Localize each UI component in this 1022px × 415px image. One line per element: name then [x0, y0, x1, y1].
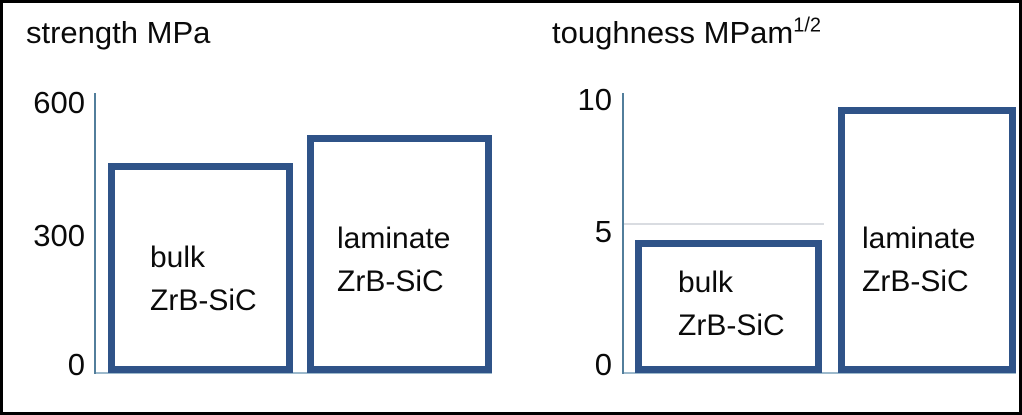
toughness-y-axis [622, 93, 624, 374]
strength-tick-300: 300 [33, 218, 85, 253]
strength-x-baseline [94, 372, 492, 374]
strength-y-axis [94, 93, 96, 374]
bar-label-line2: ZrB-SiC [678, 309, 785, 342]
toughness-title-text: toughness MPam [552, 15, 794, 50]
strength-tick-0: 0 [67, 347, 85, 382]
toughness-bar-laminate-label: laminate ZrB-SiC [862, 217, 975, 303]
bar-label-line1: bulk [678, 266, 734, 299]
bar-label-line2: ZrB-SiC [150, 284, 257, 317]
strength-bar-laminate-label: laminate ZrB-SiC [337, 217, 450, 303]
strength-bar-bulk-label: bulk ZrB-SiC [150, 236, 257, 322]
bar-label-line2: ZrB-SiC [337, 265, 444, 298]
toughness-gridline-5 [624, 223, 824, 225]
bar-label-line2: ZrB-SiC [862, 265, 969, 298]
strength-bar-bulk: bulk ZrB-SiC [108, 163, 293, 373]
strength-chart-title: strength MPa [26, 14, 210, 52]
toughness-tick-5: 5 [594, 214, 612, 249]
toughness-tick-0: 0 [594, 347, 612, 382]
toughness-bar-laminate: laminate ZrB-SiC [838, 107, 1016, 373]
bar-label-line1: laminate [337, 222, 451, 255]
strength-tick-600: 600 [33, 85, 85, 120]
strength-bar-laminate: laminate ZrB-SiC [307, 135, 492, 373]
bar-label-line1: bulk [150, 241, 206, 274]
toughness-title-superscript: 1/2 [793, 14, 822, 37]
toughness-chart-title: toughness MPam1/2 [552, 14, 821, 52]
toughness-x-baseline [622, 372, 1016, 374]
toughness-bar-bulk-label: bulk ZrB-SiC [678, 261, 785, 347]
toughness-bar-bulk: bulk ZrB-SiC [635, 240, 822, 373]
toughness-tick-10: 10 [577, 82, 612, 117]
bar-label-line1: laminate [862, 222, 976, 255]
strength-title-text: strength MPa [26, 15, 211, 50]
